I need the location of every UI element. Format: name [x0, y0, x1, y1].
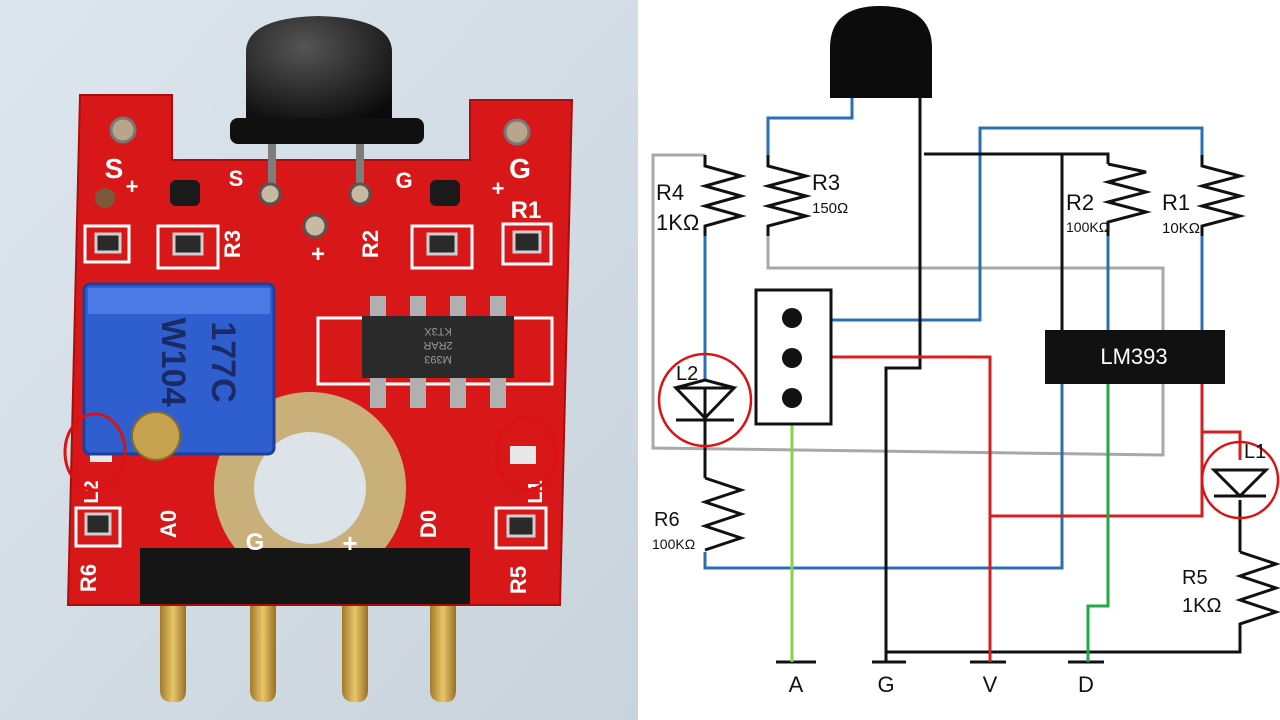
silk-g: G: [246, 529, 265, 556]
board-photo: KT3X 2RAR M393 W104 177C S G + + S G R1 …: [0, 0, 638, 720]
pin-label-v: V: [983, 672, 998, 697]
schematic: LM393 R4 1KΩ R3 150Ω R2 100KΩ R1 10KΩ R6…: [638, 0, 1280, 720]
label-r6-name: R6: [654, 509, 680, 531]
silk-g-right: G: [509, 153, 531, 184]
wire-green: [790, 384, 1110, 662]
silk-r1: R1: [511, 197, 542, 224]
resistor-r1: [1196, 155, 1246, 236]
ir-receiver-symbol: [830, 6, 932, 98]
silk-g-mid: G: [395, 168, 412, 193]
resistor-r5: [1235, 550, 1280, 636]
silk-plus-mid: +: [311, 241, 325, 268]
resistor-r3: [762, 155, 812, 236]
header-block: [140, 548, 470, 604]
silk-plus-right: +: [492, 176, 505, 201]
component-labels: R4 1KΩ R3 150Ω R2 100KΩ R1 10KΩ R6 100KΩ…: [652, 170, 1266, 617]
lm393-chip: [1045, 330, 1225, 384]
pin-label-g: G: [877, 672, 894, 697]
three-pin-connector: [754, 288, 833, 426]
ic-marking-1: KT3X: [424, 325, 452, 337]
wire-blue: [703, 98, 1204, 570]
silk-a0: A0: [156, 510, 181, 538]
smd-components: [74, 222, 553, 550]
pot-marking-2: 177C: [204, 321, 242, 402]
silk-s-mid: S: [229, 166, 244, 191]
pin-g: [250, 580, 276, 702]
label-l2: L2: [676, 363, 698, 385]
wire-gray: [651, 153, 1165, 457]
pot-marking-1: W104: [154, 318, 192, 407]
header-pins: [160, 580, 456, 702]
silk-l2: L2: [81, 480, 103, 503]
silk-d0: D0: [416, 510, 441, 538]
highlight-l1: [494, 416, 558, 492]
potentiometer: W104 177C: [82, 282, 276, 461]
pin-d0: [430, 580, 456, 702]
silkscreen-labels: S G + + S G R1 R2 R3 + L1 L2 R6 R5 A0 G …: [76, 153, 547, 594]
label-r5-name: R5: [1182, 567, 1208, 589]
label-r4-value: 1KΩ: [656, 210, 699, 235]
ic-chip-photo: KT3X 2RAR M393: [316, 296, 554, 408]
silk-r5: R5: [506, 566, 531, 594]
pin-plus: [342, 580, 368, 702]
wire-red: [805, 355, 1242, 662]
label-r2-value: 100KΩ: [1066, 219, 1109, 235]
label-r3-value: 150Ω: [812, 200, 848, 217]
label-r1-name: R1: [1162, 190, 1190, 215]
silk-plus-left: +: [126, 174, 139, 199]
highlight-l2: [63, 412, 127, 492]
label-r1-value: 10KΩ: [1162, 220, 1200, 237]
ir-receiver-led: [230, 16, 424, 200]
silk-s-left: S: [105, 153, 124, 184]
ic-marking-3: M393: [424, 353, 452, 365]
label-r3-name: R3: [812, 170, 840, 195]
pin-label-d: D: [1078, 672, 1094, 697]
pin-label-a: A: [789, 672, 804, 697]
pin-labels: A G V D: [789, 672, 1094, 697]
silk-plus: +: [342, 528, 357, 558]
resistor-symbols: [699, 155, 1280, 636]
resistor-r6: [700, 476, 746, 552]
ic-marking-2: 2RAR: [423, 339, 452, 351]
resistor-r4: [699, 155, 747, 236]
silk-r6: R6: [76, 564, 101, 592]
label-r5-value: 1KΩ: [1182, 595, 1221, 617]
label-r2-name: R2: [1066, 190, 1094, 215]
pcb: [66, 94, 574, 606]
lm393-label: LM393: [1100, 344, 1167, 369]
wire-black: [703, 98, 1242, 664]
led-l2-symbol: [657, 352, 753, 448]
silk-r3: R3: [220, 230, 245, 258]
led-l1-symbol: [1200, 440, 1280, 520]
resistor-r2: [1102, 162, 1152, 236]
label-l1: L1: [1244, 441, 1266, 463]
label-r4-name: R4: [656, 180, 684, 205]
pin-a0: [160, 580, 186, 702]
label-r6-value: 100KΩ: [652, 536, 695, 552]
silk-r2: R2: [358, 230, 383, 258]
